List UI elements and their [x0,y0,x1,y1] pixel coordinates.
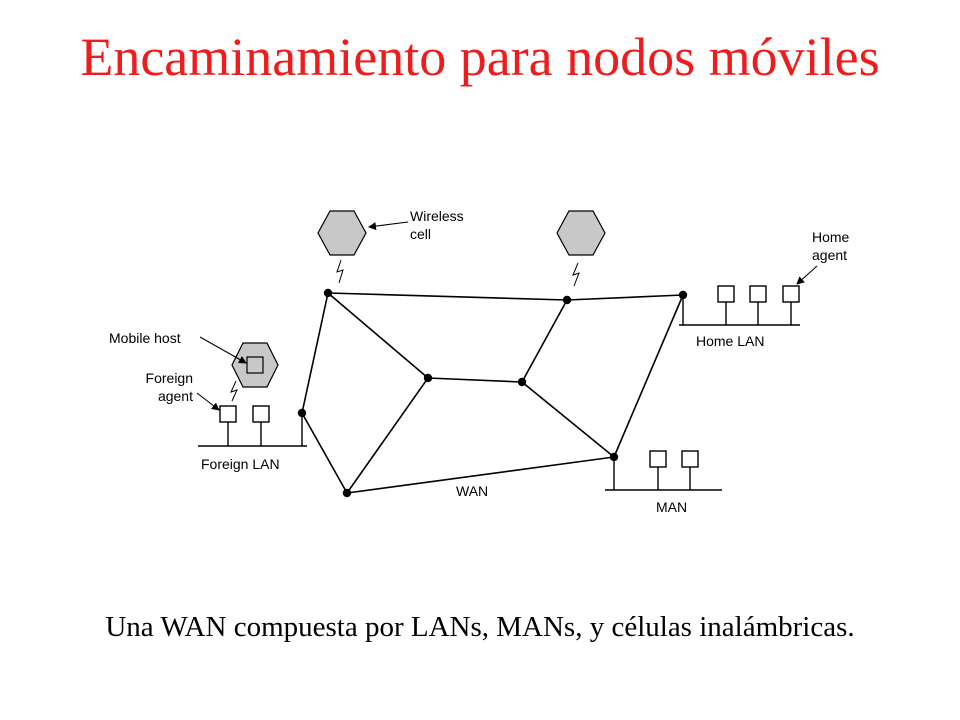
link-c-h [613,294,684,458]
link-f-h [521,381,615,458]
wireless-cell-label: cell [410,226,431,242]
router-node [323,288,333,298]
home-agent-label: agent [812,247,847,263]
link-g-h [346,456,615,494]
router-node [342,488,352,498]
home-lan [679,285,800,326]
wireless-links [230,259,580,402]
router-node [562,295,572,305]
router-node [423,373,433,383]
host-icon [681,450,699,468]
host-icon [717,285,735,303]
lightning-icon [230,380,238,402]
foreign-lan [198,405,307,447]
callout-arrows [196,221,818,411]
wireless-cell-hexagon [556,210,606,256]
mobile-host-label: Mobile host [109,330,181,346]
home-lan-label: Home LAN [696,333,764,349]
link-a-d [301,292,329,414]
wan-label: WAN [456,483,488,499]
lightning-icon [336,259,344,284]
link-a-e [327,292,429,379]
host-icon [649,450,667,468]
slide-title: Encaminamiento para nodos móviles [80,27,880,87]
link-e-f [427,377,523,383]
lightning-icon [572,262,580,287]
wireless-cell-arrow [368,221,409,231]
mobile-host-icon [246,356,264,374]
man [605,450,722,491]
foreign-lan-label: Foreign LAN [201,456,280,472]
mobile-host-arrow [199,336,247,364]
host-icon [252,405,270,423]
home-agent-icon [782,285,800,303]
wireless-cell-hexagon [317,210,367,256]
link-a-b [327,292,568,301]
man-label: MAN [656,499,687,515]
wireless-cell-label: Wireless [410,208,464,224]
link-d-g [301,412,348,494]
home-agent-arrow [796,265,818,285]
host-icon [749,285,767,303]
router-node [517,377,527,387]
home-agent-label: Home [812,229,850,245]
foreign-agent-arrow [196,392,220,411]
link-b-c [566,294,684,301]
slide-caption: Una WAN compuesta por LANs, MANs, y célu… [105,611,855,643]
foreign-agent-label: agent [158,388,193,404]
foreign-agent-label: Foreign [146,370,193,386]
routers [297,288,688,498]
foreign-agent-icon [219,405,237,423]
link-b-f [521,299,568,383]
link-e-g [346,377,429,494]
wan-links [301,292,684,494]
